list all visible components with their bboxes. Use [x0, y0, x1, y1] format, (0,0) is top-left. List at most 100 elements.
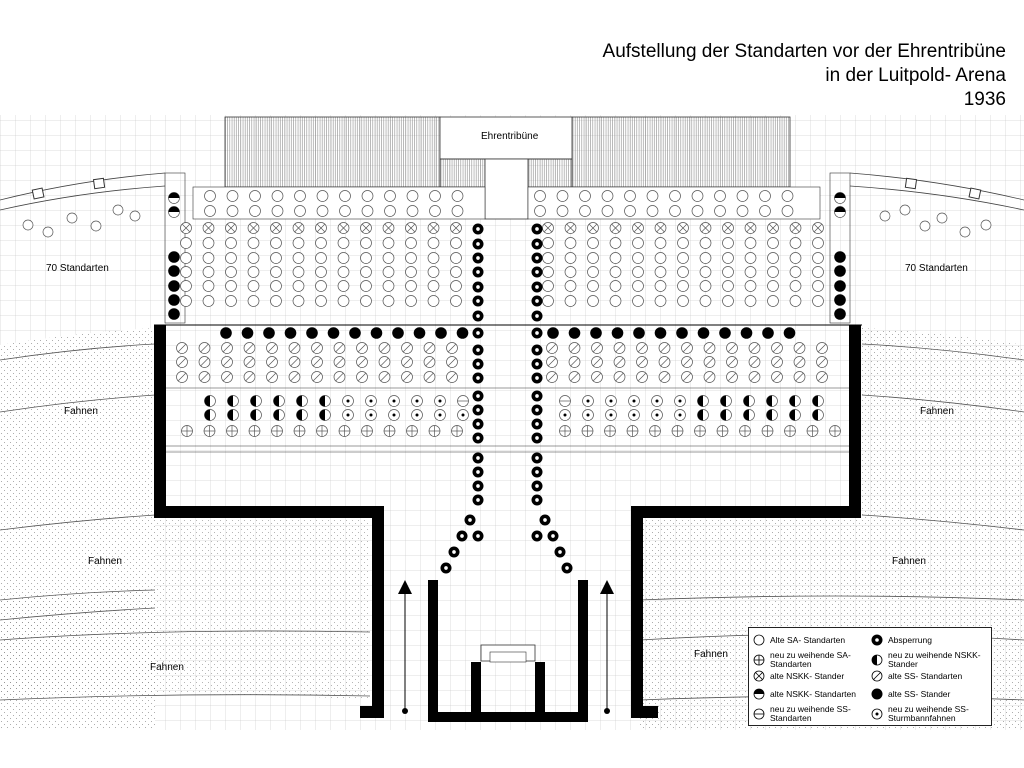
empty-marker: [360, 295, 372, 307]
ring-marker: [531, 466, 543, 478]
empty-marker: [204, 205, 216, 217]
empty-marker: [556, 205, 569, 217]
ring-marker: [531, 344, 543, 356]
slash-marker: [726, 371, 738, 383]
slash-marker: [568, 356, 581, 368]
slash-marker: [221, 371, 233, 383]
empty-marker: [542, 252, 554, 264]
slash-marker: [176, 356, 188, 368]
half-left-marker: [250, 395, 262, 407]
empty-marker: [767, 280, 779, 292]
empty-marker: [744, 266, 757, 278]
empty-marker: [180, 252, 192, 264]
empty-marker: [609, 280, 622, 292]
filled-marker: [168, 265, 180, 277]
legend-text: alte SS- Stander: [888, 688, 951, 699]
slash-marker: [613, 356, 626, 368]
empty-marker: [450, 252, 462, 264]
dot-marker: [582, 395, 594, 407]
empty-marker: [534, 205, 546, 217]
cross-marker: [829, 425, 841, 437]
empty-marker: [66, 212, 78, 224]
slash-marker: [243, 356, 256, 368]
half-left-marker: [319, 409, 331, 421]
empty-marker: [315, 295, 327, 307]
empty-marker: [360, 280, 372, 292]
slash-marker: [176, 342, 188, 354]
empty-marker: [781, 190, 794, 202]
empty-marker: [384, 205, 396, 217]
half-top-marker: [168, 192, 180, 204]
empty-marker: [270, 295, 282, 307]
empty-marker: [90, 220, 102, 232]
empty-marker: [405, 280, 417, 292]
x-cross-marker: [744, 222, 757, 234]
empty-marker: [360, 252, 372, 264]
empty-marker: [646, 190, 659, 202]
half-left-marker: [720, 395, 732, 407]
half-left-marker: [273, 395, 285, 407]
hline-marker: [457, 395, 469, 407]
empty-marker: [270, 280, 282, 292]
hline-marker: [559, 395, 571, 407]
filled-marker: [590, 327, 602, 339]
x-cross-marker: [292, 222, 305, 234]
slash-marker: [311, 342, 323, 354]
empty-marker: [564, 295, 577, 307]
dot-marker: [628, 409, 640, 421]
standards-left-label: 70 Standarten: [46, 263, 109, 274]
cross-marker: [739, 425, 751, 437]
x-cross-marker: [382, 222, 395, 234]
ring-marker: [472, 466, 484, 478]
cross-marker: [203, 425, 216, 437]
ring-marker: [531, 452, 543, 464]
empty-marker: [736, 190, 749, 202]
filled-marker: [719, 327, 731, 339]
ring-marker: [456, 530, 468, 542]
slash-marker: [333, 342, 346, 354]
empty-marker: [624, 190, 636, 202]
slash-marker: [793, 356, 806, 368]
x-cross-marker: [564, 222, 577, 234]
empty-marker: [225, 295, 237, 307]
filled-marker: [834, 308, 846, 320]
slash-marker: [681, 342, 693, 354]
slash-marker: [568, 342, 581, 354]
empty-marker: [767, 237, 779, 249]
empty-marker: [225, 266, 237, 278]
empty-marker: [427, 252, 440, 264]
empty-marker: [789, 266, 802, 278]
ring-icon: [871, 634, 883, 646]
ring-marker: [472, 358, 484, 370]
standards-right-label: 70 Standarten: [905, 263, 968, 274]
legend-item: neu zu weihende NSKK- Stander: [871, 651, 989, 669]
empty-marker: [744, 237, 757, 249]
title-line-2: in der Luitpold- Arena: [825, 65, 1006, 86]
slash-marker: [771, 342, 783, 354]
empty-marker: [42, 226, 54, 238]
slash-marker: [748, 356, 761, 368]
cross-marker: [361, 425, 373, 437]
slash-marker: [378, 371, 391, 383]
x-cross-marker: [677, 222, 689, 234]
empty-marker: [429, 190, 441, 202]
empty-marker: [247, 266, 260, 278]
dot-marker: [365, 395, 377, 407]
empty-marker: [316, 205, 329, 217]
empty-marker: [767, 295, 779, 307]
filled-marker: [633, 327, 645, 339]
half-top-marker: [834, 206, 846, 218]
empty-marker: [564, 252, 577, 264]
empty-marker: [632, 266, 644, 278]
x-cross-marker: [360, 222, 372, 234]
empty-marker: [292, 252, 305, 264]
slash-marker: [266, 342, 278, 354]
ring-marker: [531, 530, 543, 542]
half-left-marker: [789, 409, 801, 421]
empty-marker: [812, 280, 824, 292]
slash-marker: [613, 342, 626, 354]
slash-marker: [613, 371, 626, 383]
slash-marker: [423, 371, 436, 383]
slash-marker: [658, 356, 671, 368]
empty-marker: [180, 237, 192, 249]
